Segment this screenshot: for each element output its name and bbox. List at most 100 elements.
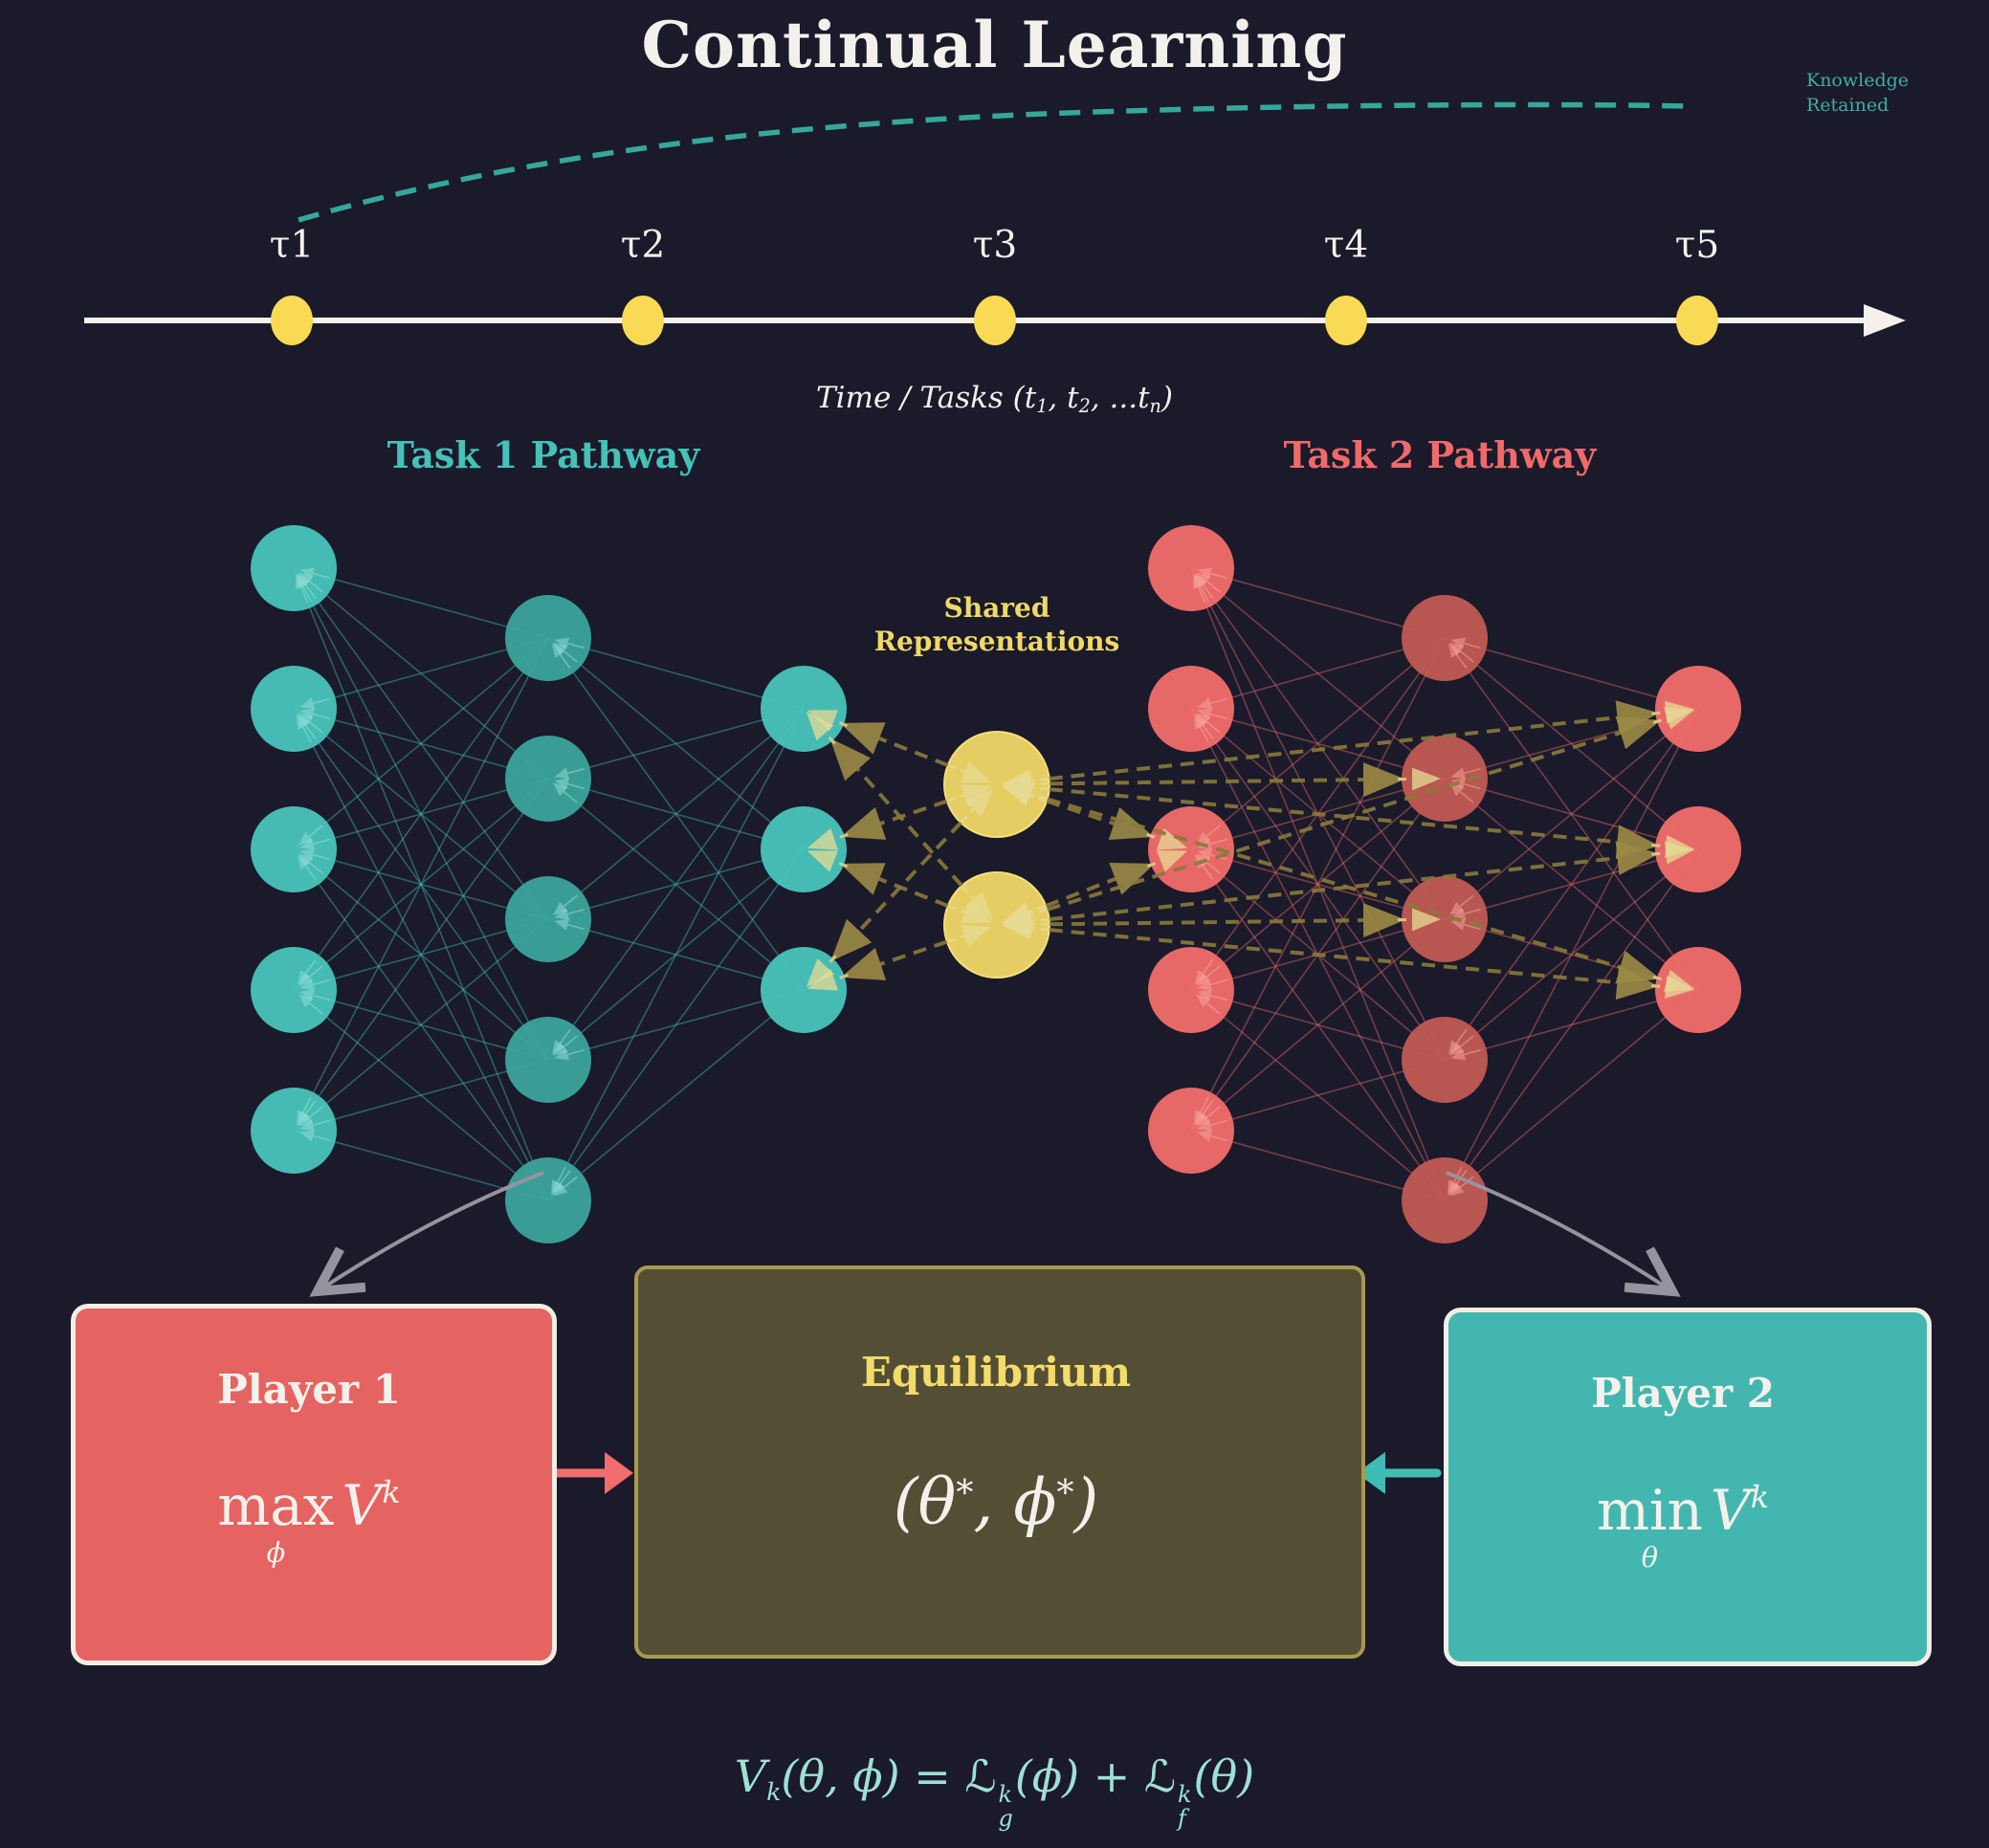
network-node	[1148, 666, 1234, 752]
shared-representations-label: Shared Representations	[874, 591, 1120, 658]
eq-point-star: *	[1056, 1472, 1074, 1514]
value-function-sub: k	[1750, 1479, 1770, 1515]
network-node	[1148, 947, 1234, 1033]
formula-sub: g	[998, 1804, 1013, 1832]
task1-pathway-label: Task 1 Pathway	[387, 433, 700, 476]
player1-title: Player 1	[217, 1366, 401, 1413]
player1-box	[71, 1304, 557, 1665]
task1-to-player1-arrow	[318, 1171, 544, 1291]
formula-sub: f	[1178, 1804, 1186, 1832]
script-L: ℒ	[964, 1750, 997, 1802]
max-operator: max ϕ	[217, 1478, 334, 1567]
axis-label-part: , ...t	[1090, 381, 1150, 415]
timeline-dot	[622, 296, 664, 345]
network-node	[505, 1157, 591, 1243]
eq-point-star: *	[956, 1472, 974, 1514]
network-node	[505, 876, 591, 962]
equilibrium-box	[634, 1265, 1365, 1659]
timeline-arrowhead	[1864, 304, 1906, 337]
formula-part: (ϕ)	[1014, 1750, 1080, 1802]
equilibrium-title: Equilibrium	[860, 1349, 1132, 1396]
network-node	[251, 525, 337, 611]
timeline-dots	[271, 296, 1718, 345]
player2-title: Player 2	[1591, 1370, 1775, 1417]
time-tasks-axis-label: Time / Tasks (t1, t2, ...tn)	[0, 381, 1989, 417]
equilibrium-point: (θ*, ϕ*)	[634, 1465, 1358, 1539]
network-node	[1402, 736, 1488, 822]
player1-to-equilibrium-arrow	[548, 1452, 633, 1494]
knowledge-retained-label: Knowledge Retained	[1806, 69, 1909, 118]
network-node	[1148, 525, 1234, 611]
min-operator: min θ	[1597, 1483, 1703, 1572]
value-function-sub: k	[382, 1474, 401, 1510]
knowledge-retained-line1: Knowledge	[1806, 70, 1910, 91]
formula-sup: k	[1178, 1780, 1192, 1808]
network-node	[1655, 806, 1741, 892]
task2-to-player2-arrow	[1446, 1171, 1672, 1291]
timeline-tick-4: τ4	[1323, 224, 1369, 267]
network-node	[1148, 1088, 1234, 1174]
player2-box	[1444, 1308, 1932, 1666]
network-node	[1402, 876, 1488, 962]
max-op-sub: ϕ	[266, 1536, 286, 1569]
timeline-tick-3: τ3	[972, 224, 1018, 267]
value-function-symbol: V	[342, 1473, 383, 1538]
knowledge-retained-curve	[298, 101, 1692, 223]
timeline-dot	[271, 296, 313, 345]
network-node	[1655, 947, 1741, 1033]
player2-to-equilibrium-arrow	[1357, 1452, 1442, 1494]
network-node	[505, 736, 591, 822]
network-node	[505, 595, 591, 681]
shared-label-line1: Shared	[943, 592, 1050, 624]
timeline-dot	[1325, 296, 1367, 345]
network-node	[251, 666, 337, 752]
task2-pathway-label: Task 2 Pathway	[1283, 433, 1597, 476]
network-node	[505, 1017, 591, 1103]
axis-label-part: Time / Tasks (t	[815, 381, 1037, 415]
network-node	[1655, 666, 1741, 752]
shared-label-line2: Representations	[873, 626, 1120, 657]
timeline-tick-1: τ1	[269, 224, 315, 267]
timeline-axis	[84, 296, 1906, 345]
formula-sub: k	[766, 1777, 782, 1806]
network-node	[251, 1088, 337, 1174]
formula-part: =	[914, 1750, 951, 1802]
timeline-dot	[1676, 296, 1718, 345]
timeline-tick-2: τ2	[620, 224, 666, 267]
timeline-tick-5: τ5	[1674, 224, 1720, 267]
timeline-dot	[974, 296, 1016, 345]
network-node	[251, 947, 337, 1033]
network-node	[251, 806, 337, 892]
formula-part: +	[1093, 1750, 1131, 1802]
network-node	[761, 666, 847, 752]
page-title: Continual Learning	[641, 8, 1348, 82]
formula-part: (θ)	[1193, 1750, 1255, 1802]
network-node	[1402, 595, 1488, 681]
value-function-symbol: V	[1710, 1478, 1751, 1543]
formula-sup: k	[998, 1780, 1013, 1808]
axis-label-sub: 2	[1078, 394, 1091, 417]
eq-point-part: (θ	[893, 1465, 957, 1539]
axis-label-sub: n	[1149, 394, 1161, 417]
script-L: ℒ	[1143, 1750, 1177, 1802]
axis-label-sub: 1	[1036, 394, 1049, 417]
neural-networks	[251, 525, 1741, 1243]
axis-label-part: , t	[1048, 381, 1079, 415]
network-node	[1402, 1157, 1488, 1243]
min-op-name: min	[1596, 1478, 1703, 1543]
eq-point-part: )	[1073, 1465, 1099, 1539]
formula-part: (θ, ϕ)	[781, 1750, 900, 1802]
formula-part: V	[734, 1750, 767, 1802]
knowledge-retained-line2: Retained	[1806, 94, 1890, 116]
eq-point-part: , ϕ	[973, 1465, 1057, 1539]
min-op-sub: θ	[1641, 1541, 1659, 1573]
network-node	[761, 806, 847, 892]
max-op-name: max	[217, 1473, 335, 1538]
network-node	[1402, 1017, 1488, 1103]
